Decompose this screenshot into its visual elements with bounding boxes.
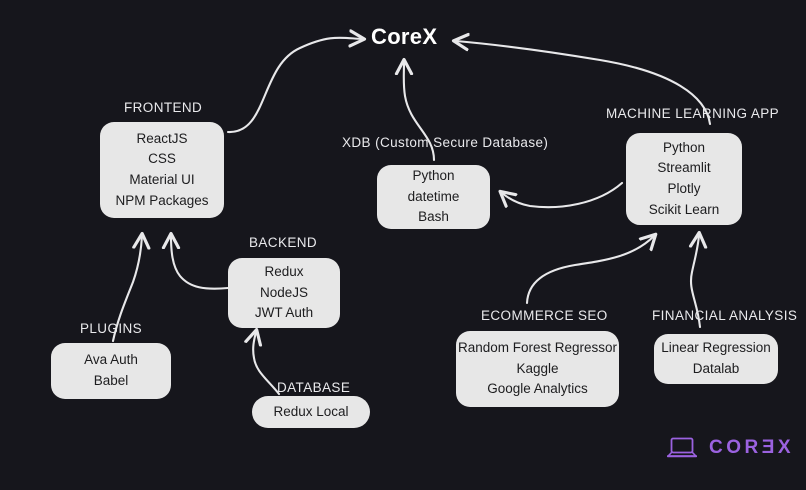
node-frontend: ReactJS CSS Material UI NPM Packages	[100, 122, 224, 218]
node-database: Redux Local	[252, 396, 370, 428]
node-line: Python	[662, 139, 706, 155]
edge-ml-to-xdb	[502, 181, 624, 209]
label-frontend: FRONTEND	[124, 100, 203, 115]
label-database: DATABASE	[277, 380, 351, 395]
label-backend: BACKEND	[249, 235, 318, 250]
node-line: Redux Local	[273, 403, 349, 419]
edge-backend-to-frontend	[171, 236, 230, 290]
node-line: JWT Auth	[254, 305, 314, 321]
edge-database-to-backend	[253, 332, 281, 396]
node-line: CSS	[148, 151, 176, 167]
node-line: Datalab	[692, 361, 740, 376]
node-financial-analysis: Linear Regression Datalab	[654, 334, 778, 384]
label-xdb: XDB (Custom Secure Database)	[342, 135, 549, 150]
node-line: Streamlit	[657, 160, 711, 176]
node-line: NodeJS	[259, 284, 309, 300]
node-xdb: Python datetime Bash	[377, 165, 490, 229]
node-line: Bash	[418, 209, 449, 225]
label-machine-learning-app: MACHINE LEARNING APP	[606, 106, 780, 121]
node-line: Linear Regression	[661, 340, 771, 356]
node-plugins: Ava Auth Babel	[51, 343, 171, 399]
node-line: Ava Auth	[84, 352, 138, 368]
node-line: Plotly	[667, 181, 701, 196]
node-backend: Redux NodeJS JWT Auth	[228, 258, 340, 328]
label-ecommerce-seo: ECOMMERCE SEO	[481, 308, 608, 323]
node-line: Google Analytics	[487, 381, 588, 397]
laptop-icon	[667, 437, 697, 458]
brand-name: CORƎX	[709, 437, 795, 458]
node-line: Kaggle	[516, 360, 559, 376]
edge-ecommerce-to-ml	[525, 236, 654, 305]
node-line: NPM Packages	[115, 192, 209, 208]
label-financial-analysis: FINANCIAL ANALYSIS	[652, 308, 798, 323]
label-plugins: PLUGINS	[80, 321, 143, 336]
node-line: Scikit Learn	[648, 201, 720, 217]
node-line: Random Forest Regressor	[457, 340, 618, 356]
brand-logo: CORƎX	[667, 436, 794, 460]
node-line: Python	[412, 168, 455, 184]
node-line: Redux	[264, 264, 304, 280]
node-ecommerce-seo: Random Forest Regressor Kaggle Google An…	[456, 331, 619, 407]
node-line: datetime	[407, 188, 460, 204]
page-title: CoreX	[371, 24, 438, 49]
node-machine-learning-app: Python Streamlit Plotly Scikit Learn	[626, 133, 742, 225]
edge-frontend-to-corex	[226, 38, 362, 134]
node-line: Babel	[93, 373, 129, 388]
node-line: Material UI	[129, 172, 195, 187]
node-line: ReactJS	[136, 130, 188, 146]
